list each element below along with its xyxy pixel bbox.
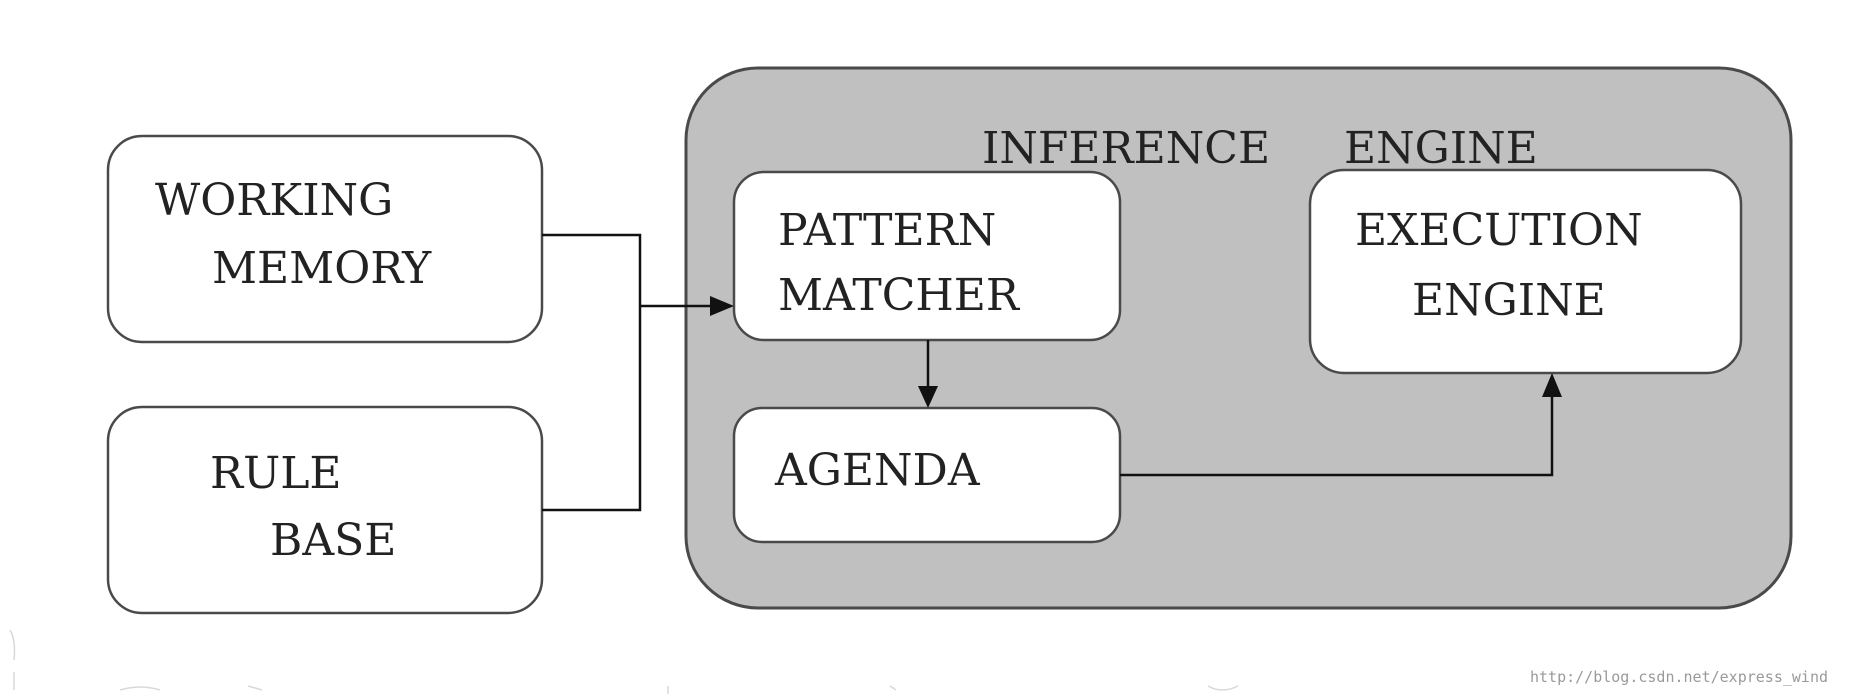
working-memory-label-line-1: WORKING <box>155 175 393 226</box>
agenda-arrowhead <box>918 386 938 408</box>
pattern-matcher-label-line-1: PATTERN <box>778 205 996 256</box>
agenda-to-execution-connector <box>1120 395 1554 477</box>
scan-artifact-bottom <box>119 685 1239 694</box>
watermark-url: http://blog.csdn.net/express_wind <box>1530 668 1828 686</box>
rule-base-label-line-2: BASE <box>270 515 396 566</box>
working-memory-box <box>106 134 544 344</box>
engine-title-word-2: ENGINE <box>1344 123 1538 174</box>
working-memory-label-line-2: MEMORY <box>212 243 432 294</box>
agenda-label: AGENDA <box>774 445 981 496</box>
execution-engine-label-line-2: ENGINE <box>1412 275 1606 326</box>
working-memory-connector <box>542 233 642 512</box>
execution-engine-label-line-1: EXECUTION <box>1355 205 1643 256</box>
pattern-matcher-label-line-2: MATCHER <box>778 270 1021 321</box>
engine-title-word-1: INFERENCE <box>982 123 1270 174</box>
pattern-matcher-arrowhead <box>710 296 734 316</box>
execution-engine-box <box>1308 168 1743 375</box>
rule-base-box <box>106 405 544 615</box>
scan-artifact-left <box>9 629 16 690</box>
execution-engine-arrowhead <box>1542 373 1562 397</box>
rule-base-label-line-1: RULE <box>210 448 342 499</box>
